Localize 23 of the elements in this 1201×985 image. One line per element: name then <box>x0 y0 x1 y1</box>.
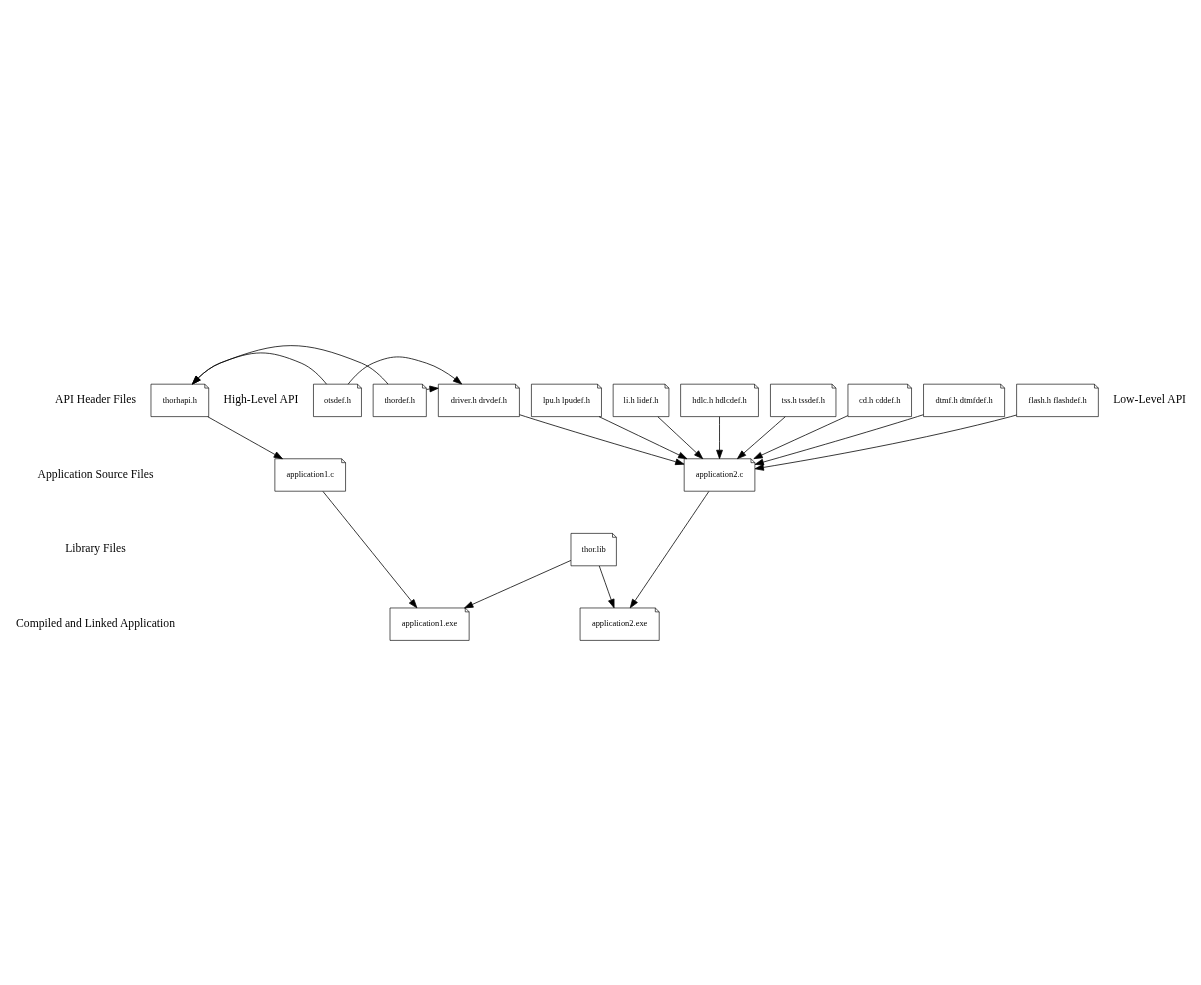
arrow <box>426 385 439 392</box>
arrow <box>737 415 786 459</box>
arrow <box>598 415 688 459</box>
arrow <box>753 414 849 459</box>
arrow <box>191 352 327 385</box>
label: Library Files <box>65 541 126 555</box>
label: API Header Files <box>55 392 136 406</box>
label: Application Source Files <box>37 467 154 481</box>
arrow <box>629 490 710 608</box>
label: Compiled and Linked Application <box>16 616 175 630</box>
arrow <box>322 490 418 608</box>
arrow <box>347 356 463 385</box>
arrow <box>464 559 572 608</box>
label: Low-Level API <box>1113 392 1187 406</box>
arrow <box>207 415 283 459</box>
arrow <box>519 413 685 465</box>
arrow <box>754 413 924 465</box>
arrow <box>716 415 723 459</box>
arrow <box>754 414 1017 471</box>
arrow <box>191 344 389 385</box>
label: High-Level API <box>223 392 299 406</box>
arrow <box>657 415 704 459</box>
arrow <box>598 565 615 608</box>
